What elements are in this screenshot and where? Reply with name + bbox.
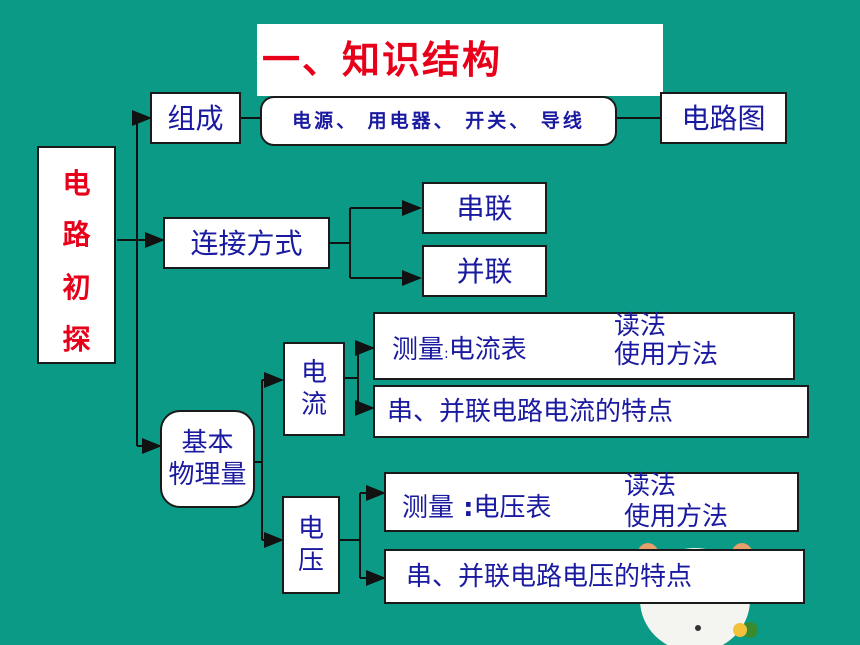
- root-char: 路: [62, 218, 91, 251]
- current-char: 电: [300, 357, 327, 388]
- series-box: 串联: [422, 182, 547, 234]
- root-char: 探: [62, 323, 91, 356]
- current-property-box: 串、并联电路电流的特点: [373, 385, 809, 438]
- voltage-meter-label: 电压表: [473, 493, 552, 523]
- root-char: 初: [62, 271, 91, 304]
- voltage-use-method: 使用方法: [624, 502, 729, 532]
- voltage-measure-text: 测量 :电压表: [402, 490, 551, 526]
- voltage-measure-box: [384, 472, 799, 532]
- circuit-diagram-box: 电路图: [660, 92, 787, 144]
- page-title: 一、知识结构: [262, 38, 503, 82]
- voltage-box: 电 压: [282, 496, 340, 594]
- current-measure-text: 测量:电流表: [392, 332, 527, 372]
- components-box: 电源、 用电器、 开关、 导线: [260, 96, 617, 146]
- current-meter-label: 电流表: [448, 335, 527, 365]
- current-measure-label: 测量: [392, 335, 445, 365]
- root-char: 电: [62, 167, 91, 200]
- parallel-box: 并联: [422, 245, 547, 297]
- voltage-measure-sep: :: [454, 493, 474, 523]
- composition-box: 组成: [150, 92, 241, 144]
- current-box: 电 流: [283, 342, 345, 436]
- current-measure-sep: :: [444, 346, 449, 362]
- current-read-method: 读法: [614, 311, 667, 341]
- quantities-label-line2: 物理量: [168, 460, 247, 490]
- voltage-property-box: 串、并联电路电压的特点: [384, 549, 805, 604]
- connection-box: 连接方式: [163, 217, 330, 269]
- voltage-read-method: 读法: [624, 471, 677, 501]
- voltage-char: 电: [297, 513, 324, 544]
- title-banner: [257, 24, 663, 96]
- voltage-char: 压: [297, 546, 324, 576]
- current-char: 流: [300, 390, 327, 420]
- current-measure-box: [373, 312, 795, 380]
- quantities-label-line1: 基本: [181, 427, 234, 458]
- voltage-measure-label: 测量: [402, 493, 455, 523]
- root-topic-box: 电 路 初 探: [37, 146, 116, 364]
- current-use-method: 使用方法: [614, 340, 719, 370]
- quantities-box: 基本 物理量: [160, 410, 255, 508]
